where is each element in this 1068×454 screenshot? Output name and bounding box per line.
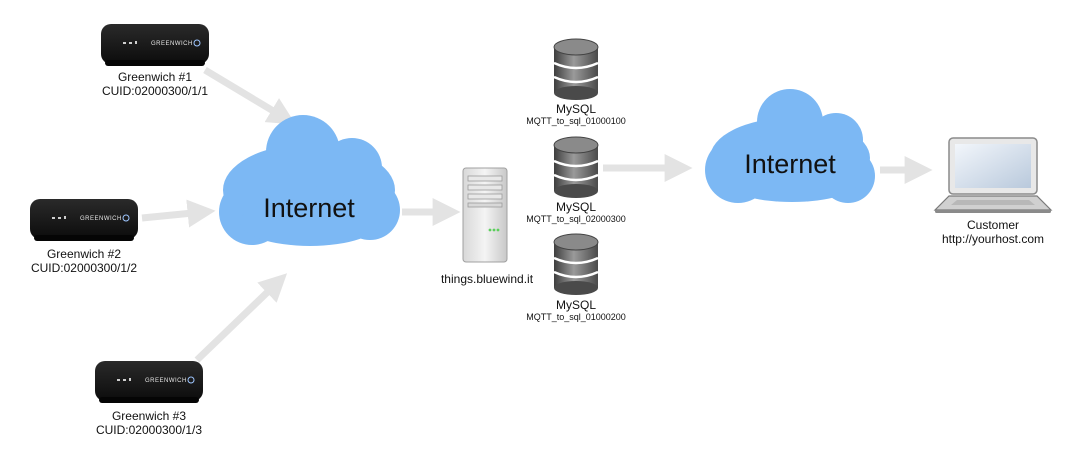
customer-title: Customer [966,218,1019,232]
server-hostname: things.bluewind.it [440,272,534,286]
cloud-label-left: Internet [263,193,355,223]
arrow-device2-to-internet [141,199,216,228]
device-brand-logo: GREENWICH [145,378,187,384]
device-label-3: Greenwich #3 CUID:02000300/1/3 [92,409,206,437]
database-icon-1 [553,38,599,100]
device-label-2: Greenwich #2 CUID:02000300/1/2 [27,247,141,275]
database-name: MQTT_to_sql_01000100 [526,116,626,126]
device-name: Greenwich #3 [111,409,187,423]
device-cuid: CUID:02000300/1/1 [101,84,209,98]
laptop-icon [933,137,1053,213]
database-label-3: MySQL MQTT_to_sql_01000200 [516,298,636,323]
database-label-1: MySQL MQTT_to_sql_01000100 [516,102,636,127]
cloud-label-right: Internet [744,149,836,179]
device-brand-logo: GREENWICH [151,41,193,47]
database-icon-2 [553,136,599,198]
customer-url: http://yourhost.com [941,232,1045,246]
internet-cloud-right: Internet [705,89,875,203]
device-cuid: CUID:02000300/1/3 [95,423,203,437]
greenwich-device-1: GREENWICH [101,24,209,66]
database-title: MySQL [555,298,596,312]
internet-cloud-left: Internet [219,115,400,246]
greenwich-device-3: GREENWICH [95,361,203,403]
database-name: MQTT_to_sql_01000200 [526,312,626,322]
arrow-device3-to-internet [194,273,288,363]
database-title: MySQL [555,102,596,116]
server-tower-icon [462,167,508,263]
connection-arrows [141,66,933,363]
database-name: MQTT_to_sql_02000300 [526,214,626,224]
server-label: things.bluewind.it [430,272,544,286]
customer-label: Customer http://yourhost.com [933,218,1053,246]
device-name: Greenwich #2 [46,247,122,261]
device-cuid: CUID:02000300/1/2 [30,261,138,275]
database-icon-3 [553,233,599,295]
device-name: Greenwich #1 [117,70,193,84]
greenwich-device-2: GREENWICH [30,199,138,241]
device-brand-logo: GREENWICH [80,216,122,222]
database-label-2: MySQL MQTT_to_sql_02000300 [516,200,636,225]
arrow-device1-to-internet [203,66,296,125]
device-label-1: Greenwich #1 CUID:02000300/1/1 [98,70,212,98]
database-title: MySQL [555,200,596,214]
